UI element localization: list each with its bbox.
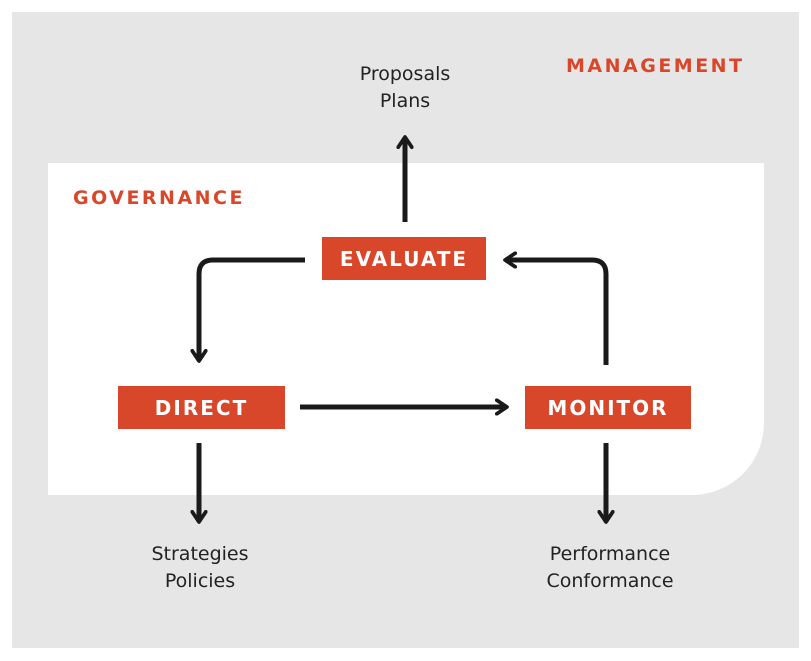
monitor-output-1: Performance (549, 543, 671, 565)
evaluate-outputs: Proposals Plans (360, 61, 451, 115)
monitor-box: MONITOR (525, 386, 691, 429)
arrow-monitor-to-evaluate (505, 260, 609, 365)
direct-output-1: Strategies (151, 543, 249, 565)
direct-box: DIRECT (118, 386, 285, 429)
evaluate-box: EVALUATE (322, 237, 486, 280)
direct-outputs: Strategies Policies (151, 541, 248, 595)
evaluate-output-1: Proposals (359, 63, 451, 85)
direct-output-2: Policies (164, 570, 236, 592)
monitor-output-2: Conformance (546, 570, 674, 592)
evaluate-output-2: Plans (379, 90, 431, 112)
management-label: MANAGEMENT (566, 55, 745, 77)
arrow-evaluate-to-direct (199, 257, 305, 361)
monitor-outputs: Performance Conformance (546, 541, 673, 595)
governance-label: GOVERNANCE (73, 187, 245, 209)
